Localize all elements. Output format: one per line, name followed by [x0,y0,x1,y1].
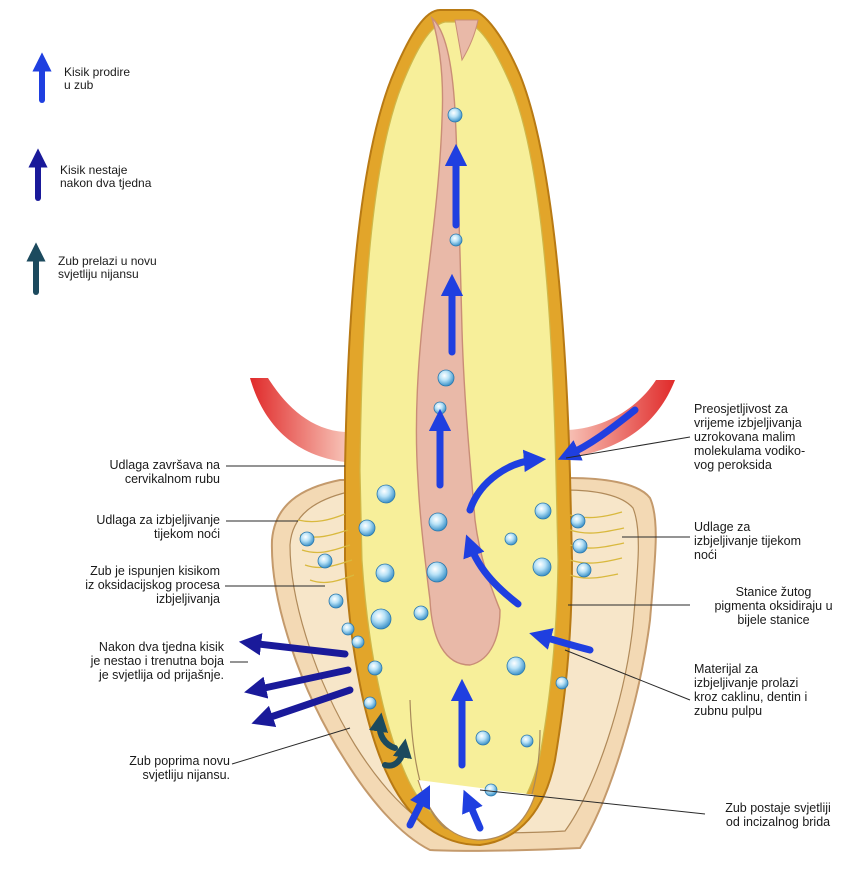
label-sensitivity-5: vog peroksida [694,458,859,472]
label-filled-2: iz oksidacijskog procesa [20,578,220,592]
label-cervical-1: Udlaga završava na [20,458,220,472]
label-material-1: Materijal za [694,662,859,676]
label-new-shade: Zub poprima novu svjetliju nijansu. [20,754,230,782]
gum-left [250,378,345,462]
label-filled-1: Zub je ispunjen kisikom [20,564,220,578]
label-two-weeks-1: Nakon dva tjedna kisik [14,640,224,654]
label-incisal: Zub postaje svjetliji od incizalnog brid… [698,801,858,829]
label-material-4: zubnu pulpu [694,704,859,718]
label-night-right-2: izbjeljivanje tijekom [694,534,859,548]
label-pigment-cells: Stanice žutog pigmenta oksidiraju u bije… [686,585,861,627]
label-two-weeks-2: je nestao i trenutna boja [14,654,224,668]
label-new-shade-2: svjetliju nijansu. [20,768,230,782]
label-night-tray-left: Udlaga za izbjeljivanje tijekom noći [20,513,220,541]
label-night-right-3: noći [694,548,859,562]
legend-item-3: Zub prelazi u novu svjetliju nijansu [58,255,157,281]
label-incisal-1: Zub postaje svjetliji [698,801,858,815]
label-night-left-2: tijekom noći [20,527,220,541]
label-filled-oxygen: Zub je ispunjen kisikom iz oksidacijskog… [20,564,220,606]
legend-2-line-2: nakon dva tjedna [60,177,151,190]
label-pigment-1: Stanice žutog [686,585,861,599]
label-sensitivity-1: Preosjetljivost za [694,402,859,416]
legend-arrows [36,62,42,292]
label-sensitivity-3: uzrokovana malim [694,430,859,444]
label-incisal-2: od incizalnog brida [698,815,858,829]
label-night-right-1: Udlage za [694,520,859,534]
label-two-weeks-3: je svjetlija od prijašnje. [14,668,224,682]
label-cervical-margin: Udlaga završava na cervikalnom rubu [20,458,220,486]
legend-1-line-2: u zub [64,79,130,92]
label-cervical-2: cervikalnom rubu [20,472,220,486]
label-night-tray-right: Udlage za izbjeljivanje tijekom noći [694,520,859,562]
label-filled-3: izbjeljivanja [20,592,220,606]
legend-3-line-2: svjetliju nijansu [58,268,157,281]
label-sensitivity-4: molekulama vodiko- [694,444,859,458]
label-pigment-2: pigmenta oksidiraju u [686,599,861,613]
label-two-weeks: Nakon dva tjedna kisik je nestao i trenu… [14,640,224,682]
label-new-shade-1: Zub poprima novu [20,754,230,768]
label-pigment-3: bijele stanice [686,613,861,627]
legend-item-2: Kisik nestaje nakon dva tjedna [60,164,151,190]
legend-item-1: Kisik prodire u zub [64,66,130,92]
label-sensitivity-2: vrijeme izbjeljivanja [694,416,859,430]
label-material-2: izbjeljivanje prolazi [694,676,859,690]
label-sensitivity: Preosjetljivost za vrijeme izbjeljivanja… [694,402,859,472]
label-material: Materijal za izbjeljivanje prolazi kroz … [694,662,859,718]
label-material-3: kroz caklinu, dentin i [694,690,859,704]
label-night-left-1: Udlaga za izbjeljivanje [20,513,220,527]
